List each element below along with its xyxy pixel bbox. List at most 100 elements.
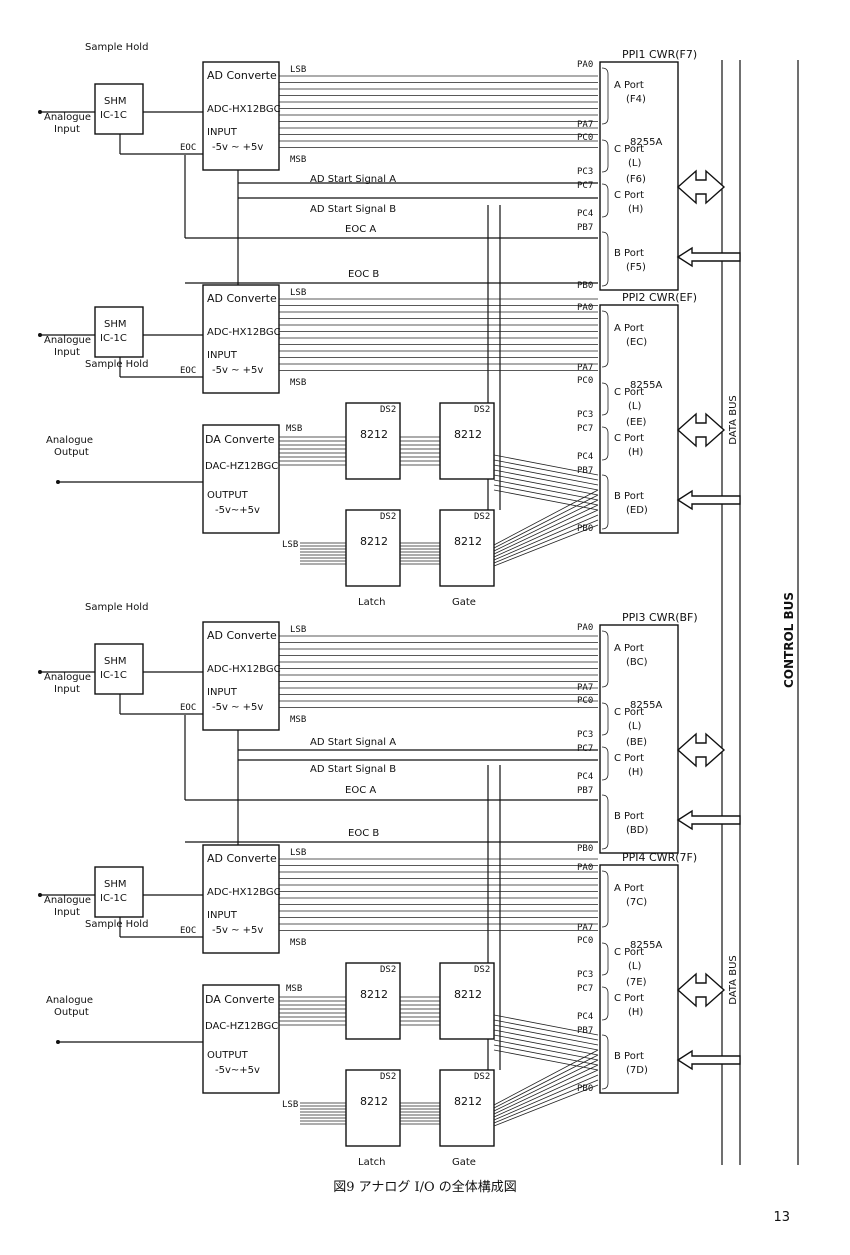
c-port-label: C Port (614, 190, 644, 201)
pin-label: PB0 (577, 844, 593, 854)
adc-box (202, 621, 280, 731)
c-port-l: (L) (628, 401, 641, 412)
pin-label: PA0 (577, 623, 593, 633)
c-port-label: C Port (614, 387, 644, 398)
pin-label: PA0 (577, 303, 593, 313)
ad-start-signal-b-label: AD Start Signal B (310, 764, 396, 775)
port-brace (601, 630, 609, 688)
page-number: 13 (773, 1210, 790, 1225)
pin-label: PC4 (577, 452, 593, 462)
dac-output: OUTPUT (207, 490, 249, 501)
adc-part: ADC-HX12BGC (207, 887, 281, 898)
pin-label: PC4 (577, 1012, 593, 1022)
lsb-label: LSB (282, 1100, 298, 1110)
c-port-addr: (EE) (626, 417, 647, 428)
pin-label: PA7 (577, 363, 593, 373)
chip-8212 (345, 1069, 401, 1147)
chip-8212-label: 8212 (360, 428, 388, 441)
latch-label: Latch (358, 597, 385, 608)
analogue-input-label: Input (54, 347, 80, 358)
port-brace (601, 870, 609, 928)
lsb-label: LSB (290, 65, 306, 75)
chip-8212-label: 8212 (454, 1095, 482, 1108)
c-port-addr: (BE) (626, 737, 647, 748)
pin-label: PC3 (577, 410, 593, 420)
c-port-h: (H) (628, 767, 643, 778)
lsb-label: LSB (290, 288, 306, 298)
pin-label: PC3 (577, 167, 593, 177)
b-port-addr: (BD) (626, 825, 648, 836)
pin-label: PB0 (577, 281, 593, 291)
pin-label: PC0 (577, 696, 593, 706)
ds2-label: DS2 (380, 512, 396, 522)
dac-title: DA Converte (205, 993, 275, 1006)
ppi-8255-box (599, 61, 679, 291)
ppi-8255-box (599, 304, 679, 534)
adc-input: INPUT (207, 910, 238, 921)
analogue-output-label: Output (54, 447, 89, 458)
dac-output: OUTPUT (207, 1050, 249, 1061)
port-brace (601, 794, 609, 850)
pin-label: PA7 (577, 683, 593, 693)
ad-start-signal-b-label: AD Start Signal B (310, 204, 396, 215)
ds2-label: DS2 (474, 405, 490, 415)
b-port-addr: (ED) (626, 505, 648, 516)
analogue-output-label: Output (54, 1007, 89, 1018)
msb-label: MSB (290, 938, 306, 948)
chip-8255-label: 8255A (630, 940, 662, 951)
adc-range: -5v ~ +5v (212, 365, 263, 376)
chip-8212 (439, 509, 495, 587)
port-brace (601, 1034, 609, 1090)
eoc-b-label: EOC B (348, 828, 379, 839)
pin-label: PC0 (577, 936, 593, 946)
shm-ic-label: IC-1C (100, 333, 127, 344)
c-port-h: (H) (628, 447, 643, 458)
analogue-input-label: Analogue (44, 895, 91, 906)
ppi-title: PPI3 CWR(BF) (622, 611, 698, 624)
pin-label: PC7 (577, 424, 593, 434)
dac-part: DAC-HZ12BGC (205, 461, 278, 472)
pin-label: PA7 (577, 120, 593, 130)
adc-box (202, 284, 280, 394)
adc-part: ADC-HX12BGC (207, 664, 281, 675)
pin-label: PC7 (577, 744, 593, 754)
dac-box (202, 424, 280, 534)
adc-input: INPUT (207, 350, 238, 361)
control-bus-arrow (676, 489, 741, 511)
b-port-label: B Port (614, 811, 644, 822)
msb-label: MSB (290, 155, 306, 165)
latch-label: Latch (358, 1157, 385, 1168)
chip-8212 (439, 962, 495, 1040)
a-port-addr: (BC) (626, 657, 648, 668)
ds2-label: DS2 (474, 512, 490, 522)
pin-label: PB0 (577, 524, 593, 534)
pin-label: PC3 (577, 970, 593, 980)
b-port-addr: (7D) (626, 1065, 648, 1076)
shm-label: SHM (104, 319, 127, 330)
dac-range: -5v~+5v (215, 1065, 260, 1076)
c-port-h: (H) (628, 1007, 643, 1018)
pin-label: PA0 (577, 863, 593, 873)
adc-range: -5v ~ +5v (212, 925, 263, 936)
data-bus-arrow (676, 169, 726, 205)
analogue-output-label: Analogue (46, 435, 93, 446)
port-brace (601, 986, 609, 1021)
data-bus-label-upper: DATA BUS (728, 395, 739, 444)
pin-label: PC4 (577, 772, 593, 782)
port-brace (601, 139, 609, 173)
analogue-output-label: Analogue (46, 995, 93, 1006)
port-brace (601, 702, 609, 736)
adc-part: ADC-HX12BGC (207, 327, 281, 338)
a-port-label: A Port (614, 643, 644, 654)
pin-label: PC0 (577, 133, 593, 143)
control-bus-label: CONTROL BUS (782, 592, 796, 688)
c-port-label: C Port (614, 947, 644, 958)
ad-start-signal-a-label: AD Start Signal A (310, 174, 396, 185)
analogue-input-label: Analogue (44, 335, 91, 346)
